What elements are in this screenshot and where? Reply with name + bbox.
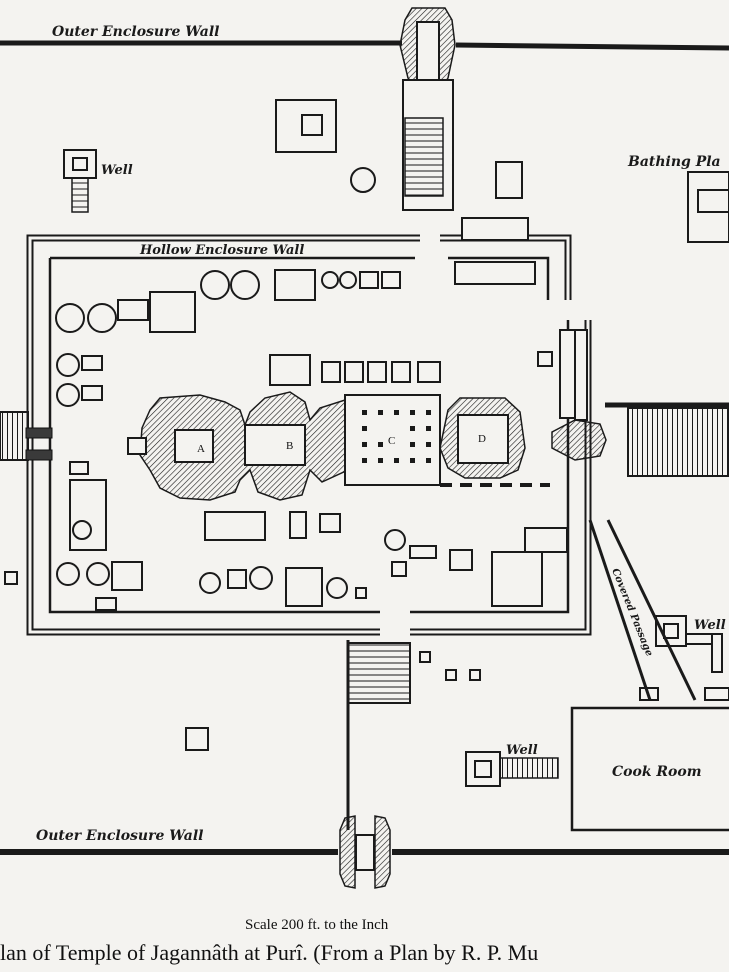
north-gate <box>399 7 456 211</box>
well-east-label: Well <box>694 618 726 633</box>
main-temple: A B C D <box>127 391 550 501</box>
east-gate <box>551 329 729 477</box>
well-nw-label: Well <box>101 163 133 178</box>
well-nw <box>63 149 97 213</box>
label-D: D <box>478 433 486 445</box>
label-C: C <box>388 435 395 447</box>
scale-caption: Scale 200 ft. to the Inch <box>245 917 389 933</box>
bathing-label: Bathing Pla <box>627 154 721 170</box>
outer-wall-bottom-label: Outer Enclosure Wall <box>36 828 203 844</box>
cook-room <box>570 706 729 832</box>
south-gate <box>339 640 411 889</box>
covered-passage: Covered Passage <box>588 519 697 701</box>
label-A: A <box>197 443 205 455</box>
label-B: B <box>286 440 293 452</box>
inner-shrines <box>55 261 568 611</box>
outer-court-buildings <box>4 99 729 751</box>
well-south-label: Well <box>506 743 538 758</box>
cook-room-label: Cook Room <box>612 764 702 780</box>
plan-title-caption: lan of Temple of Jagannâth at Purî. (Fro… <box>0 940 538 965</box>
west-gate <box>0 411 53 461</box>
outer-enclosure-wall <box>0 40 729 855</box>
outer-wall-top-label: Outer Enclosure Wall <box>52 24 219 40</box>
hollow-wall-label: Hollow Enclosure Wall <box>139 243 304 258</box>
well-south <box>465 751 559 787</box>
